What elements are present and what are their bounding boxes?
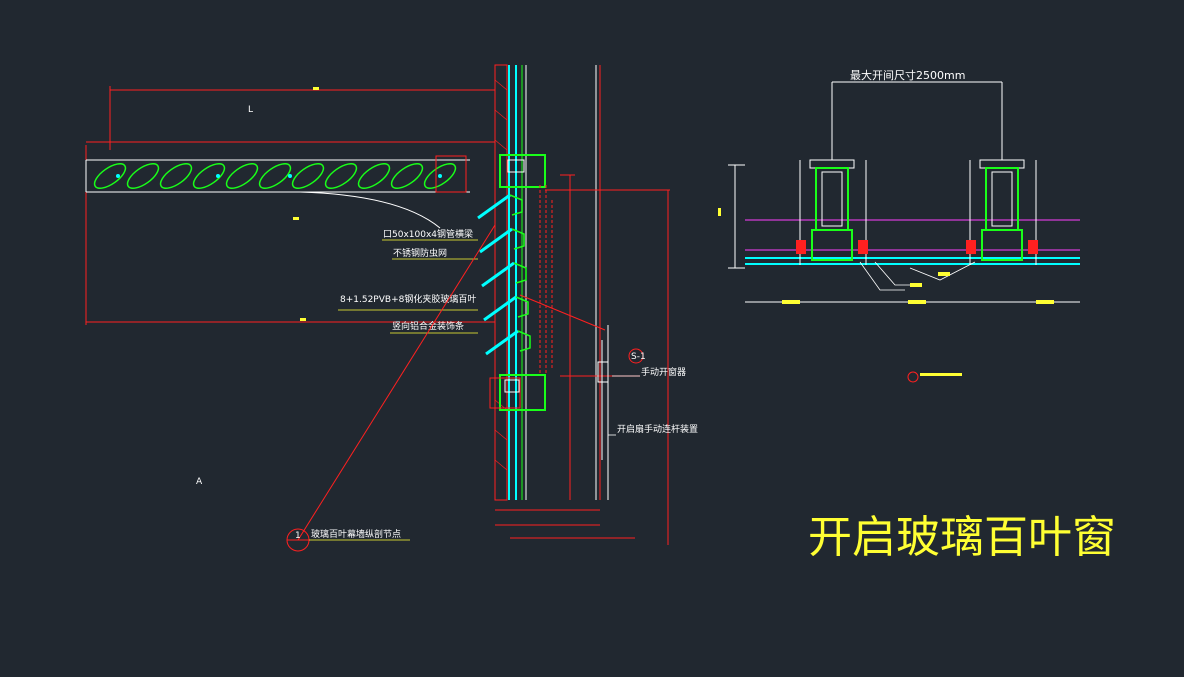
label-glass-blade: 8+1.52PVB+8钢化夹胶玻璃百叶	[340, 293, 476, 305]
mullion-right	[966, 159, 1038, 265]
dim-max-span: 最大开间尺寸2500mm	[850, 68, 965, 82]
label-manual-opener: 手动开窗器	[641, 366, 686, 378]
dim-l-label: L	[248, 105, 253, 115]
drawing-title: 开启玻璃百叶窗	[808, 512, 1116, 563]
left-section-view: L	[85, 64, 698, 552]
louvre-elevation-band	[85, 155, 470, 229]
label-linkage: 开启扇手动连杆装置	[617, 423, 698, 435]
svg-text:S-1: S-1	[631, 352, 646, 362]
label-vertical-trim: 竖向铝合金装饰条	[392, 320, 464, 332]
marker-a: A	[196, 477, 203, 487]
glass-louvre-blades	[477, 193, 531, 356]
label-steel-tube: 口50x100x4钢管横梁	[383, 228, 473, 240]
label-insect-net: 不锈钢防虫网	[393, 247, 447, 259]
label-node-caption: 玻璃百叶幕墙纵剖节点	[311, 528, 401, 540]
transom-profiles	[489, 154, 546, 411]
svg-text:1: 1	[295, 531, 301, 541]
manual-operator: S-1	[519, 294, 646, 500]
right-plan-view: 最大开间尺寸2500mm	[718, 68, 1080, 383]
mullion-left	[796, 159, 868, 265]
wall-column	[494, 64, 601, 501]
